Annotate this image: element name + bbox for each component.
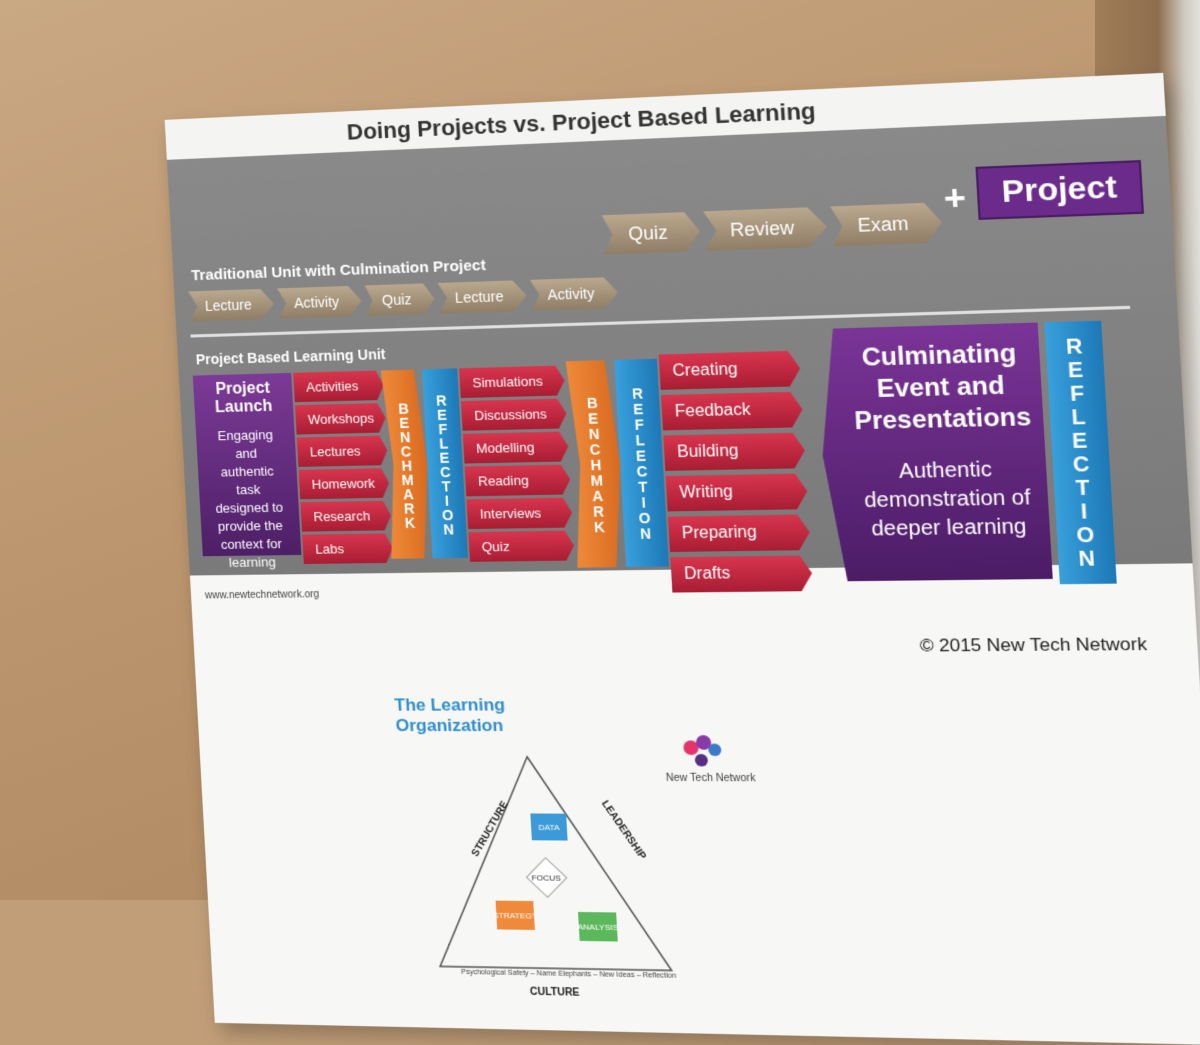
reflection-text-2: REFLECTION: [627, 385, 655, 541]
item-drafts: Drafts: [670, 555, 813, 592]
simulations-column: Simulations Discussions Modelling Readin…: [459, 365, 575, 561]
project-box: Project: [975, 160, 1143, 220]
data-box: DATA: [530, 813, 567, 840]
traditional-steps-row-2: Quiz Review Exam: [602, 202, 943, 254]
learning-org-title: The Learning Organization: [394, 695, 510, 736]
copyright: © 2015 New Tech Network: [919, 634, 1147, 657]
item-activities: Activities: [293, 370, 384, 402]
step-activity-1: Activity: [277, 286, 362, 319]
traditional-steps-row-1: Lecture Activity Quiz Lecture Activity: [188, 277, 618, 322]
creating-column: Creating Feedback Building Writing Prepa…: [659, 351, 813, 593]
logo-dot-4: [695, 754, 709, 767]
item-feedback: Feedback: [661, 392, 803, 431]
project-launch-box: Project Launch Engaging and authentic ta…: [193, 373, 302, 556]
culm-title: Culminating Event and Presentations: [849, 338, 1033, 438]
item-homework: Homework: [299, 468, 390, 499]
reflection-text-3: REFLECTION: [1060, 334, 1101, 570]
launch-text: Engaging and authentic task designed to …: [206, 426, 292, 572]
item-modelling: Modelling: [463, 431, 569, 463]
item-lectures: Lectures: [297, 436, 388, 467]
step-lecture-2: Lecture: [438, 280, 528, 314]
benchmark-text-2: BENCHMARK: [582, 394, 609, 534]
item-writing: Writing: [666, 473, 809, 511]
culture-label: CULTURE: [530, 987, 580, 999]
launch-title: Project Launch: [193, 379, 293, 418]
pbl-panel: Doing Projects vs. Project Based Learnin…: [165, 73, 1193, 576]
new-tech-network-logo: [679, 733, 724, 771]
logo-dot-3: [708, 744, 722, 757]
item-simulations: Simulations: [459, 365, 565, 398]
item-preparing: Preparing: [668, 514, 811, 552]
reflection-bar-3: REFLECTION: [1044, 321, 1116, 585]
item-reading: Reading: [465, 464, 571, 496]
item-interviews: Interviews: [467, 498, 573, 530]
item-creating: Creating: [659, 351, 801, 390]
item-workshops: Workshops: [295, 403, 386, 435]
step-review: Review: [703, 207, 828, 251]
pbl-label: Project Based Learning Unit: [195, 346, 385, 368]
focus-text: FOCUS: [532, 873, 562, 883]
step-quiz-2: Quiz: [602, 212, 701, 255]
benchmark-text-1: BENCHMARK: [394, 400, 420, 529]
step-activity-2: Activity: [530, 277, 619, 311]
website-url: www.newtechnetwork.org: [205, 589, 320, 601]
culm-text: Authentic demonstration of deeper learni…: [856, 455, 1039, 544]
step-lecture-1: Lecture: [188, 289, 275, 322]
item-building: Building: [663, 432, 806, 470]
plus-sign: +: [943, 178, 968, 220]
poster: Doing Projects vs. Project Based Learnin…: [165, 73, 1200, 1045]
reflection-text-1: REFLECTION: [431, 392, 458, 536]
step-quiz-1: Quiz: [365, 283, 435, 316]
analysis-box: ANALYSIS: [578, 912, 618, 942]
step-exam: Exam: [830, 202, 943, 246]
activities-column: Activities Workshops Lectures Homework R…: [293, 370, 393, 564]
culminating-event-box: Culminating Event and Presentations Auth…: [815, 323, 1052, 582]
item-discussions: Discussions: [461, 398, 567, 430]
strategy-box: STRATEGY: [496, 901, 535, 930]
item-quiz: Quiz: [468, 531, 574, 562]
item-research: Research: [300, 501, 391, 532]
logo-text: New Tech Network: [666, 773, 756, 785]
item-labs: Labs: [302, 533, 393, 564]
traditional-label: Traditional Unit with Culmination Projec…: [191, 257, 487, 285]
